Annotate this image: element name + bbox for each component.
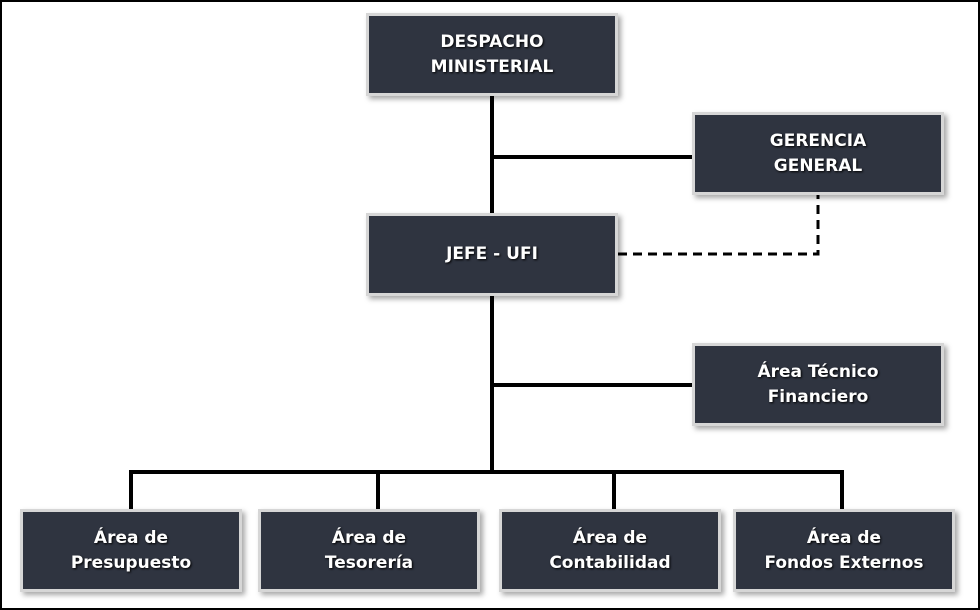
node-label-line1: Área Técnico [757,361,879,382]
node-area-tecnico-financiero: Área Técnico Financiero [692,343,944,426]
node-label-line1: Área de [572,527,648,548]
node-jefe-ufi: JEFE - UFI [366,213,618,296]
node-area-presupuesto: Área de Presupuesto [20,509,242,592]
node-label-line2: MINISTERIAL [430,56,554,77]
node-area-tesoreria: Área de Tesorería [258,509,480,592]
node-label-line1: GERENCIA [769,130,867,151]
node-label-line2: Tesorería [324,552,414,573]
connector-dashed-jefe-gerencia [618,195,820,256]
node-label-line1: DESPACHO [440,31,544,52]
node-label-line2: Financiero [767,386,869,407]
node-label-line2: Contabilidad [549,552,671,573]
node-label-line1: Área de [806,527,882,548]
node-area-contabilidad: Área de Contabilidad [499,509,721,592]
node-label-line2: GENERAL [773,155,863,176]
node-label-line1: Área de [331,527,407,548]
node-area-fondos-externos: Área de Fondos Externos [733,509,955,592]
node-label-line2: Presupuesto [70,552,192,573]
node-despacho-ministerial: DESPACHO MINISTERIAL [366,13,618,96]
node-label-line1: JEFE - UFI [446,244,538,264]
node-label-line2: Fondos Externos [764,552,924,573]
node-label-line1: Área de [93,527,169,548]
node-gerencia-general: GERENCIA GENERAL [692,112,944,195]
